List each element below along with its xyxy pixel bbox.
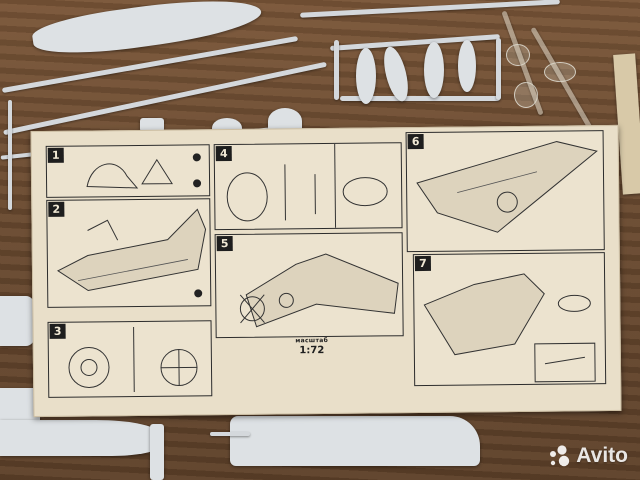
avito-watermark: Avito (547, 444, 628, 468)
drop-tank-3 (424, 42, 444, 98)
step-1-panel: 1 (45, 144, 211, 198)
step-1-number: 1 (47, 147, 64, 163)
step-2-panel: 2 (46, 198, 212, 308)
step-3-number: 3 (49, 323, 66, 339)
drop-tank-1 (356, 48, 376, 104)
step-2-number: 2 (48, 201, 65, 217)
step-7-number: 7 (414, 255, 432, 272)
wing-bottom-tab (150, 424, 164, 480)
step-2-drawing (56, 208, 207, 298)
step-3-drawing (68, 327, 198, 393)
wing-part-left (0, 296, 34, 346)
step-7-drawing (423, 273, 596, 383)
drop-tank-4 (458, 40, 476, 92)
fuselage-half-bottom-left (0, 420, 160, 456)
step-5-drawing (239, 253, 399, 328)
small-part-3 (140, 118, 164, 132)
step-4-number: 4 (215, 145, 232, 162)
step-5-number: 5 (216, 235, 233, 252)
step-3-panel: 3 (47, 320, 213, 398)
step-6-number: 6 (407, 133, 424, 150)
step-6-panel: 6 (405, 130, 605, 253)
step-5-panel: 5 (214, 232, 404, 339)
scale-word: масштаб (295, 336, 329, 345)
instruction-sheet: 1 2 3 (30, 124, 622, 418)
step-4-drawing (226, 143, 388, 228)
sprue-vertical-mid (334, 40, 339, 100)
step-6-drawing (416, 141, 598, 233)
step-1-drawing (86, 153, 202, 189)
sprue-bottom (210, 432, 250, 436)
sprue-frame-right-bottom (340, 96, 500, 101)
step-7-panel: 7 (412, 252, 607, 387)
sprue-vertical-left (8, 100, 12, 210)
scale-value: 1:72 (299, 345, 325, 357)
avito-logo-icon (550, 445, 570, 467)
scale-label: масштаб 1:72 (292, 337, 332, 356)
sprue-vertical-right (496, 38, 501, 100)
step-4-panel: 4 (213, 142, 403, 231)
avito-text: Avito (576, 444, 628, 467)
wing-bottom (230, 416, 480, 466)
